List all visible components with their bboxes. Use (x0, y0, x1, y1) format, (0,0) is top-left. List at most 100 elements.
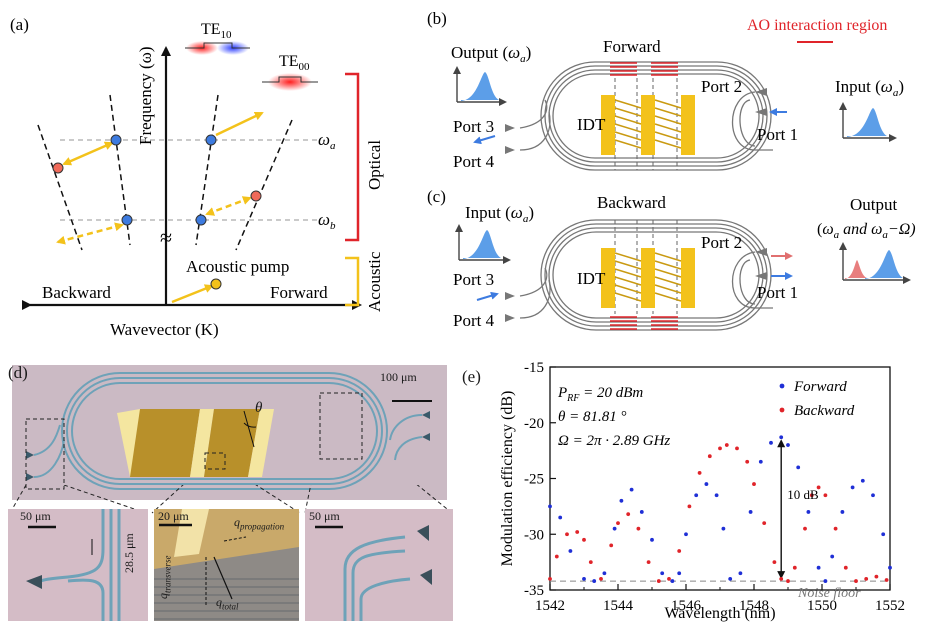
panel-a-diagram: (a) ≈ Frequency (ω) Wavevector (K) Backw… (10, 15, 384, 339)
data-point (592, 579, 597, 583)
data-point (724, 443, 729, 447)
te10-mode-icon (185, 41, 250, 55)
output-expression: (ωa and ωa−Ω) (817, 221, 916, 241)
input-spectrum-icon (839, 102, 897, 142)
data-point (670, 579, 675, 583)
acoustic-bracket (345, 256, 360, 307)
data-point (687, 504, 692, 509)
transition-arrow-back-upper (62, 141, 114, 166)
x-axis-label: Wavevector (K) (110, 320, 219, 339)
y-tick-label: -15 (524, 360, 544, 376)
data-point (565, 532, 569, 537)
y-tick-label: -20 (524, 416, 544, 432)
panel-d-label: (d) (8, 363, 28, 382)
mode-dot-blue (110, 134, 122, 146)
input-label: Input (ωa) (465, 203, 534, 225)
te00-label: TE00 (279, 53, 310, 73)
scale-bar-left-label: 50 μm (20, 509, 51, 523)
mode-dot-red (52, 162, 64, 174)
y-axis-title: Modulation efficiency (dB) (499, 391, 516, 567)
data-point (786, 443, 790, 447)
port4-label: Port 4 (453, 152, 495, 171)
x-tick-label: 1552 (875, 598, 905, 614)
micrograph-middle: 20 μm qpropagation qtotal qtransverse (154, 509, 299, 621)
data-point (548, 576, 552, 581)
data-point (650, 537, 654, 542)
data-point (816, 485, 821, 490)
scale-bar-main-label: 100 μm (380, 370, 417, 384)
optical-bracket (345, 72, 360, 242)
te10-label: TE10 (201, 21, 232, 41)
data-point (823, 493, 828, 498)
x-tick-label: 1546 (671, 598, 702, 614)
data-point (874, 574, 879, 579)
grating-coupler-icon (505, 248, 767, 322)
data-point (602, 571, 607, 576)
port3-label: Port 3 (453, 270, 494, 289)
data-point (582, 576, 586, 581)
q-transverse-label: qtransverse (156, 555, 173, 600)
transition-arrow-fwd-lower (205, 196, 252, 216)
acoustic-pump-label: Acoustic pump (186, 257, 289, 276)
data-point (752, 482, 756, 486)
panel-a: (a) ≈ Frequency (ω) Wavevector (K) Backw… (0, 0, 420, 345)
idt-electrode (601, 248, 695, 308)
panel-d: (d) 100 μm θ 50 μm 28.5 μm (0, 345, 460, 624)
legend-marker (779, 383, 785, 389)
acoustic-label: Acoustic (365, 251, 384, 312)
transition-arrow-fwd-upper (215, 111, 264, 137)
data-point (871, 493, 875, 498)
data-point (796, 465, 801, 470)
data-point (677, 571, 682, 576)
theta-label: θ (255, 400, 263, 416)
mode-dot-red (250, 190, 262, 202)
data-point (626, 512, 631, 517)
y-axis-label: Frequency (ω) (136, 46, 155, 145)
annotation-omega: Ω = 2π · 2.89 GHz (558, 433, 670, 449)
data-point (656, 579, 661, 583)
mode-dot-blue (195, 214, 207, 226)
port2-label: Port 2 (701, 77, 742, 96)
data-point (758, 459, 763, 464)
data-point (860, 478, 865, 483)
axis-break-mark: ≈ (160, 225, 172, 250)
x-tick-label: 1542 (535, 598, 565, 614)
data-point (748, 510, 753, 514)
data-point (697, 471, 702, 475)
dispersion-backward-2 (109, 94, 131, 246)
data-point (609, 543, 614, 548)
idt-label: IDT (577, 269, 606, 288)
data-point (714, 493, 719, 498)
data-point (612, 526, 617, 531)
grating-coupler-icon (505, 88, 767, 154)
acoustic-pump-arrow (171, 284, 214, 304)
input-spectrum-icon (455, 224, 511, 264)
delta-10db-label: 10 dB (787, 487, 819, 502)
data-point (619, 498, 624, 503)
data-point (707, 454, 712, 459)
data-point (704, 482, 709, 486)
y-tick-label: -25 (524, 472, 544, 488)
data-point (830, 554, 835, 559)
legend-label: Backward (794, 403, 855, 419)
acoustic-pump-dot (210, 278, 222, 290)
y-tick-label: -35 (524, 583, 544, 599)
output-label: Output (ωa) (451, 43, 531, 65)
omega-b-label: ωb (318, 210, 336, 232)
q-total-label: qtotal (216, 595, 239, 612)
data-point (803, 526, 807, 531)
forward-title: Forward (603, 37, 661, 56)
data-point (745, 459, 750, 464)
ao-region-marks (610, 62, 678, 76)
data-point (629, 487, 634, 492)
idt-label: IDT (577, 115, 606, 134)
panel-b-label: (b) (427, 9, 447, 28)
data-point (833, 526, 838, 531)
x-tick-label: 1550 (807, 598, 837, 614)
backward-label: Backward (42, 283, 111, 302)
data-point (721, 526, 726, 531)
data-point (718, 446, 722, 451)
data-point (843, 565, 848, 570)
